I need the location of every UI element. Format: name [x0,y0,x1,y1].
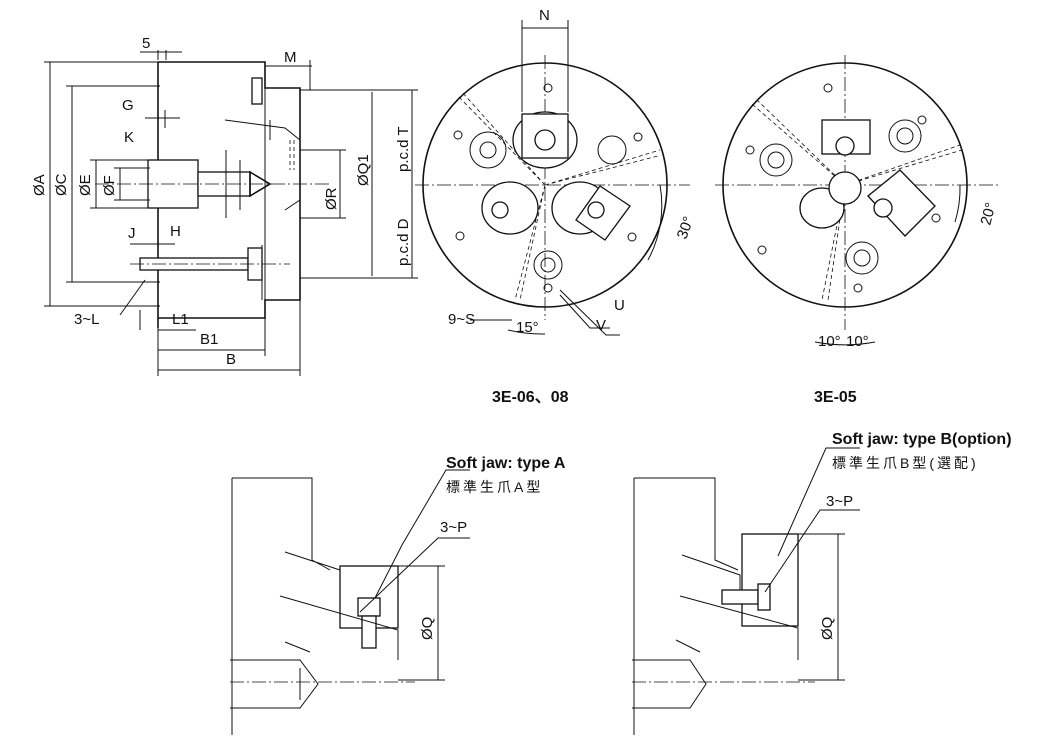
dim-v: V [596,317,606,334]
dim-15: 15° [516,319,539,336]
dim-oe: ØE [77,174,94,196]
dim-m: M [284,49,297,66]
dim-9s: 9~S [448,311,475,328]
soft-jaw-type-a: Soft jaw: type A 標準生爪A型 3~P ØQ [230,455,566,735]
soft-jaw-a-title-cn: 標準生爪A型 [446,479,543,495]
dim-oq1: ØQ1 [355,154,372,186]
dim-5: 5 [142,35,150,52]
dim-n: N [539,7,550,24]
soft-jaw-b-q: ØQ [819,617,836,640]
dim-30: 30° [674,214,698,241]
dim-g: G [122,97,134,114]
dim-k: K [124,129,134,146]
front-view-3e05: 20° 10° 10° 3E-05 [715,55,1000,406]
dim-oc: ØC [53,173,70,196]
soft-jaw-a-title: Soft jaw: type A [446,455,566,472]
soft-jaw-type-b: Soft jaw: type B(option) 標準生爪B型(選配) 3~P … [632,431,1012,735]
soft-jaw-a-p: 3~P [440,519,467,536]
dim-of: ØF [101,175,118,196]
dim-b: B [226,351,236,368]
dim-h: H [170,223,181,240]
soft-jaw-b-p: 3~P [826,493,853,510]
dim-20: 20° [977,201,999,227]
dim-or: ØR [323,187,340,210]
side-view: 5 M G K ØA ØC ØE ØF J H ØR ØQ1 p.c.d T p… [31,35,418,376]
dim-j: J [128,225,136,242]
front-view-3e06: N 30° 15° 9~S U V 3E-06、08 [415,7,698,406]
dim-pcd-d: p.c.d D [395,218,412,266]
dim-l1: L1 [172,311,189,328]
dim-3l: 3~L [74,311,99,328]
soft-jaw-b-title-cn: 標準生爪B型(選配) [832,455,979,471]
dim-10b: 10° [846,333,869,350]
title-3e05: 3E-05 [814,389,857,406]
dim-oa: ØA [31,174,48,196]
dim-10a: 10° [818,333,841,350]
soft-jaw-a-q: ØQ [419,617,436,640]
dim-pcd-t: p.c.d T [395,126,412,172]
dim-b1: B1 [200,331,218,348]
title-3e06-08: 3E-06、08 [492,389,569,406]
dim-u: U [614,297,625,314]
soft-jaw-b-title: Soft jaw: type B(option) [832,431,1012,448]
